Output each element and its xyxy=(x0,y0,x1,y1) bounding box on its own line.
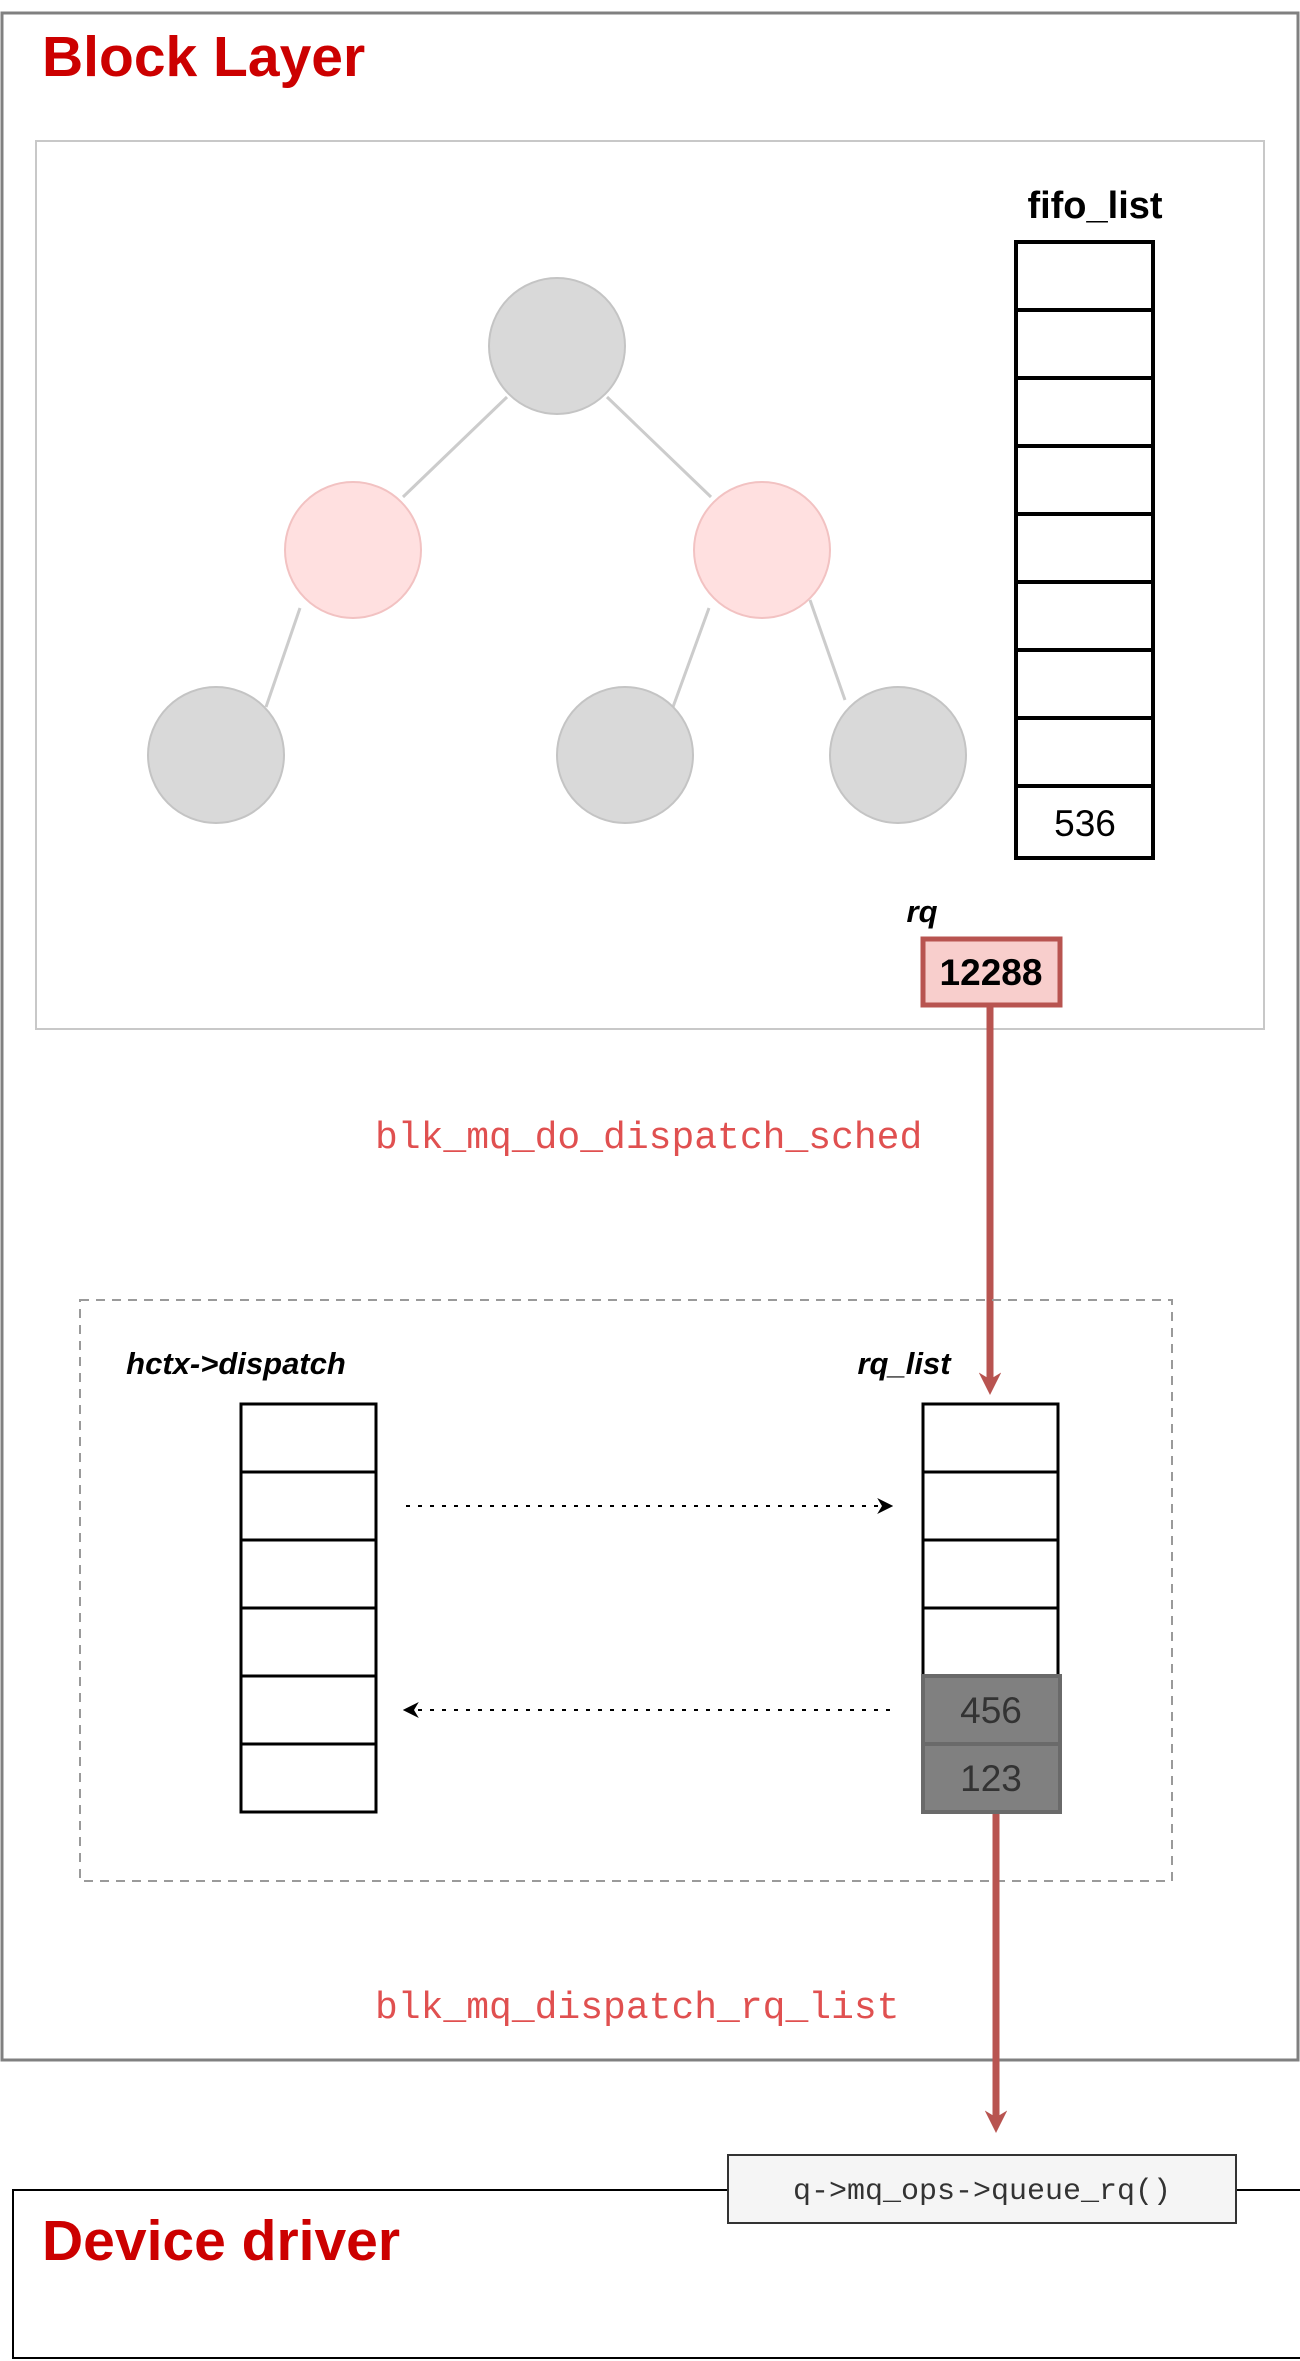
rq-list xyxy=(921,1402,1060,1678)
rq-list-cell xyxy=(921,1402,1060,1474)
tree-node-leaf xyxy=(556,686,694,824)
queue-rq-call: q->mq_ops->queue_rq() xyxy=(793,2175,1171,2209)
hctx-dispatch-cell xyxy=(239,1538,378,1610)
tree-edge xyxy=(808,599,847,701)
fifo-list-cell xyxy=(1014,580,1155,652)
dispatch-rq-list-func: blk_mq_dispatch_rq_list xyxy=(375,1987,900,2030)
rq-list-cell xyxy=(921,1470,1060,1542)
fifo-list-cell xyxy=(1014,512,1155,584)
tree-node-leaf xyxy=(147,686,285,824)
fifo-list-label: fifo_list xyxy=(1027,185,1162,227)
dispatch-sched-func: blk_mq_do_dispatch_sched xyxy=(375,1117,922,1160)
block-layer-title: Block Layer xyxy=(42,25,365,89)
device-driver-title: Device driver xyxy=(42,2209,400,2273)
fifo-list xyxy=(1014,240,1155,860)
tree-edge xyxy=(401,395,509,499)
hctx-dispatch-cell xyxy=(239,1402,378,1474)
fifo-list-cell xyxy=(1014,716,1155,788)
tree-edge xyxy=(671,607,711,708)
tree-node-root xyxy=(488,277,626,415)
tree-node-right xyxy=(693,481,831,619)
rq-value: 12288 xyxy=(940,952,1043,993)
tree-edges xyxy=(264,395,847,708)
tree-edge xyxy=(605,395,713,499)
dispatch-area xyxy=(79,1299,1173,1882)
hctx-dispatch-list xyxy=(239,1402,378,1814)
tree-node-leaf xyxy=(829,686,967,824)
rq-list-cell-value: 123 xyxy=(960,1758,1022,1799)
fifo-list-cell-value: 536 xyxy=(1054,803,1116,844)
tree-node-left xyxy=(284,481,422,619)
queue-rq-box xyxy=(727,2154,1237,2224)
hctx-dispatch-label: hctx->dispatch xyxy=(126,1346,346,1381)
hctx-dispatch-cell xyxy=(239,1470,378,1542)
hctx-dispatch-cell xyxy=(239,1742,378,1814)
fifo-list-cell xyxy=(1014,376,1155,448)
fifo-list-cell xyxy=(1014,444,1155,516)
rq-list-cell xyxy=(921,1538,1060,1610)
rq-list-label: rq_list xyxy=(857,1346,952,1381)
hctx-dispatch-cell xyxy=(239,1674,378,1746)
rq-box xyxy=(920,936,1063,1008)
fifo-list-cell xyxy=(1014,240,1155,312)
rq-label: rq xyxy=(907,894,938,929)
hctx-dispatch-cell xyxy=(239,1606,378,1678)
tree-edge xyxy=(264,607,302,708)
rq-list-cell-dark xyxy=(921,1742,1062,1814)
rq-list-cell xyxy=(921,1606,1060,1678)
fifo-list-cell xyxy=(1014,784,1155,860)
fifo-list-cell xyxy=(1014,648,1155,720)
rq-list-cell-dark xyxy=(921,1674,1062,1746)
rq-list-cell-value: 456 xyxy=(960,1690,1022,1731)
fifo-list-cell xyxy=(1014,308,1155,380)
